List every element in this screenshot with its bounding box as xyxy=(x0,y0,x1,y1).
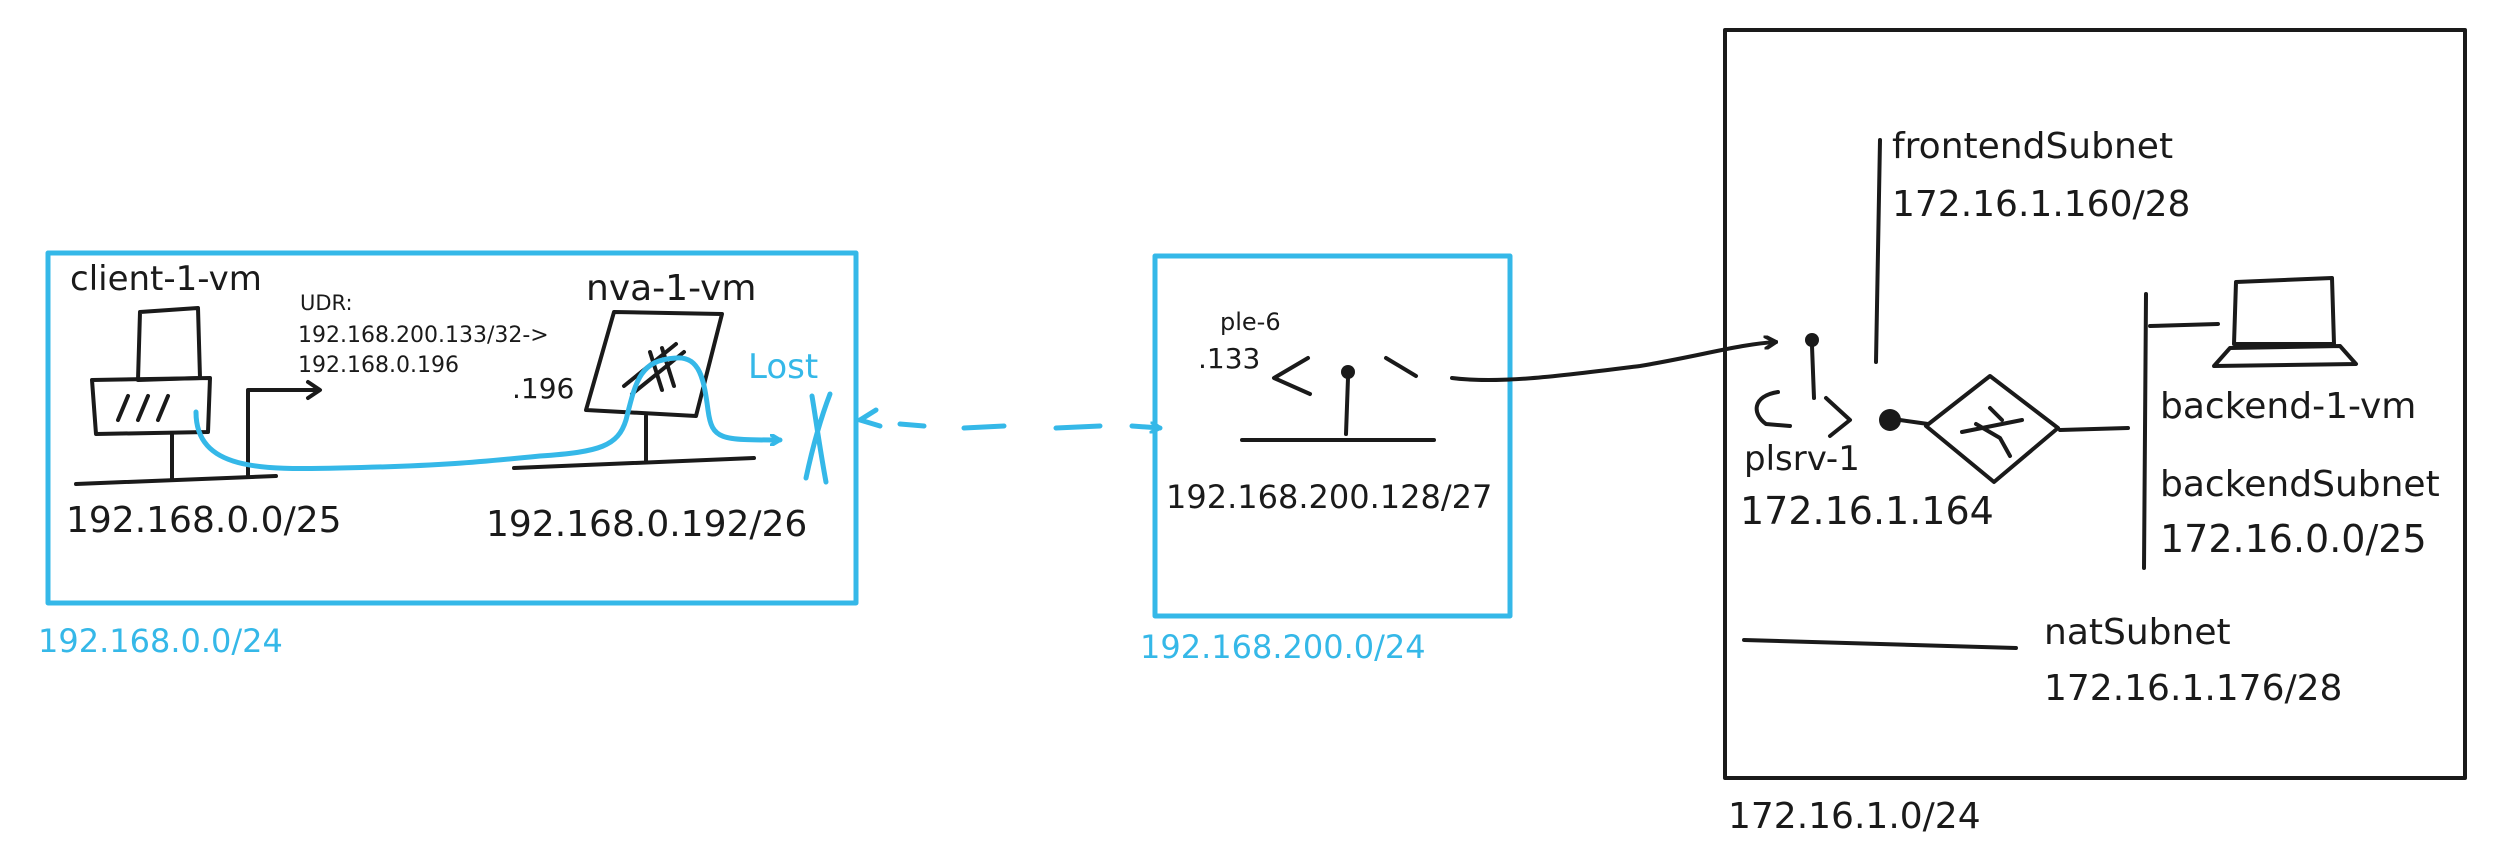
private-link-connection xyxy=(1450,342,1776,383)
backend-subnet-line xyxy=(2142,292,2148,570)
private-link-service-icon xyxy=(1754,333,1930,438)
pe-vnet-cidr: 192.168.200.0/24 xyxy=(1140,628,1426,666)
service-vnet-cidr: 172.16.1.0/24 xyxy=(1728,796,1981,837)
udr-arrow xyxy=(246,380,322,478)
laptop-icon xyxy=(2212,276,2358,368)
udr-title: UDR: xyxy=(300,291,353,315)
backend-subnet-name: backendSubnet xyxy=(2160,464,2440,505)
pe-vnet: 192.168.200.0/24 ple-6 .133 192.168.200.… xyxy=(1140,253,1513,666)
lost-x-icon xyxy=(803,391,833,485)
nat-subnet-cidr: 172.16.1.176/28 xyxy=(2044,668,2342,709)
lost-label: Lost xyxy=(748,347,818,387)
client-vnet-cidr: 192.168.0.0/24 xyxy=(38,622,283,660)
nva-ip-suffix: .196 xyxy=(512,372,574,405)
backend-vm-branch xyxy=(2148,322,2220,328)
nva-vm-name: nva-1-vm xyxy=(586,268,756,309)
pls-ip: 172.16.1.164 xyxy=(1740,489,1994,533)
pls-name: plsrv-1 xyxy=(1744,439,1860,479)
client-vnet-box xyxy=(45,250,859,606)
udr-next-hop: 192.168.0.196 xyxy=(298,353,459,378)
client-vm-subnet: 192.168.0.0/25 xyxy=(66,500,342,541)
udr-route: 192.168.200.133/32-> xyxy=(298,323,549,348)
endpoint-name: ple-6 xyxy=(1220,308,1281,336)
frontend-subnet-cidr: 172.16.1.160/28 xyxy=(1892,184,2190,225)
service-vnet-box xyxy=(1723,28,2467,780)
pe-vnet-box xyxy=(1152,253,1513,619)
client-vnet: 192.168.0.0/24 client-1-vm 192.168.0.0/2… xyxy=(38,250,859,660)
backend-vm-name: backend-1-vm xyxy=(2160,386,2416,427)
monitor-icon xyxy=(74,306,278,486)
service-vnet: 172.16.1.0/24 frontendSubnet 172.16.1.16… xyxy=(1723,28,2467,837)
nat-subnet-line xyxy=(1742,638,2018,650)
client-vm-name: client-1-vm xyxy=(70,259,262,299)
nat-subnet-name: natSubnet xyxy=(2044,612,2231,653)
private-endpoint-icon xyxy=(1240,356,1436,442)
load-balancer-icon xyxy=(1924,374,2130,484)
endpoint-subnet: 192.168.200.128/27 xyxy=(1166,478,1492,516)
peering-dashed-link xyxy=(857,407,1160,428)
frontend-subnet-name: frontendSubnet xyxy=(1892,126,2173,167)
frontend-subnet-line xyxy=(1874,138,1882,364)
traffic-path xyxy=(193,355,783,472)
backend-subnet-cidr: 172.16.0.0/25 xyxy=(2160,517,2427,561)
nva-subnet: 192.168.0.192/26 xyxy=(486,504,807,545)
endpoint-ip-suffix: .133 xyxy=(1198,342,1260,375)
